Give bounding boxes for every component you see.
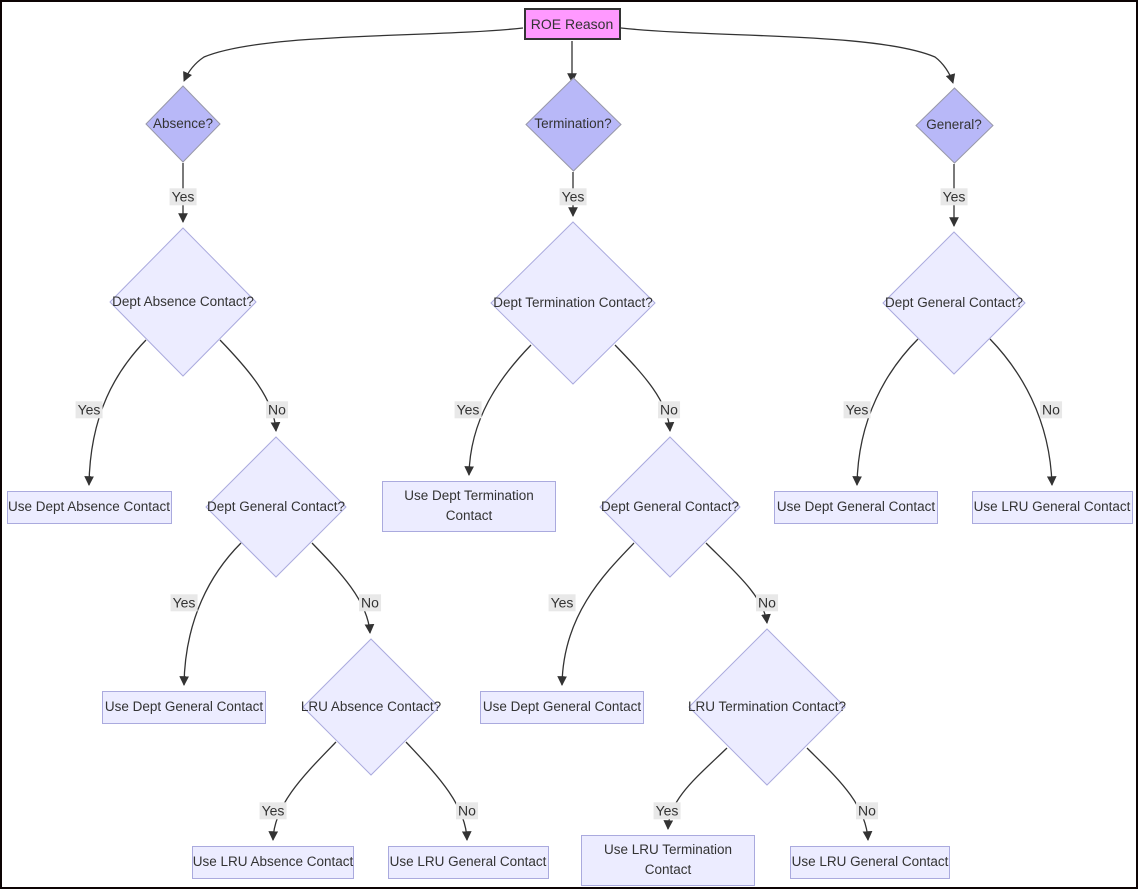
- edge-dept-absence-q-to-dept-general-q-left: [219, 339, 281, 432]
- node-label: Absence?: [152, 115, 214, 131]
- node-label: LRU Termination Contact?: [687, 698, 847, 714]
- node-dept-absence-q: Dept Absence Contact?: [109, 227, 257, 377]
- edge-label-no-15: No: [756, 594, 778, 612]
- edge-dept-general-q-right-to-use-lru-general-right: [989, 338, 1057, 486]
- node-label: Use LRU General Contact: [973, 498, 1131, 514]
- edge-label-yes-12: Yes: [170, 594, 198, 612]
- edge-group: [84, 27, 1057, 841]
- edge-label-yes-14: Yes: [548, 594, 576, 612]
- node-use-dept-general-mid: Use Dept General Contact: [480, 690, 644, 724]
- edge-dept-general-q-left-to-use-dept-general-left: [179, 542, 242, 686]
- node-use-lru-absence: Use LRU Absence Contact: [192, 845, 354, 879]
- node-label: Dept General Contact?: [206, 498, 346, 514]
- edge-roe-reason-to-absence-q: [183, 27, 524, 82]
- node-dept-termination-q: Dept Termination Contact?: [490, 221, 656, 385]
- edge-dept-termination-q-to-use-dept-termination: [464, 344, 532, 476]
- edge-label-no-7: No: [266, 401, 288, 419]
- node-label-line: Contact: [644, 862, 692, 877]
- node-dept-general-q-left: Dept General Contact?: [205, 436, 347, 578]
- diamond-shape: [109, 227, 257, 377]
- edge-label-yes-8: Yes: [454, 401, 482, 419]
- node-lru-absence-q: LRU Absence Contact?: [300, 638, 442, 776]
- node-label: Dept General Contact?: [884, 294, 1024, 310]
- node-label: Use Dept Absence Contact: [7, 498, 171, 514]
- diamond-shape: [688, 628, 846, 786]
- node-label-line: Use LRU Termination: [603, 841, 733, 857]
- edge-label-no-9: No: [658, 401, 680, 419]
- node-general-q: General?: [914, 86, 994, 164]
- node-dept-general-q-mid: Dept General Contact?: [599, 436, 741, 578]
- edge-label-no-17: No: [456, 802, 478, 820]
- edge-lru-termination-q-to-use-lru-termination: [663, 747, 728, 830]
- node-label: Use LRU General Contact: [389, 853, 547, 869]
- node-label: Use LRU Absence Contact: [192, 853, 354, 869]
- node-label: Dept General Contact?: [600, 498, 740, 514]
- edge-dept-general-q-mid-to-lru-termination-q: [705, 542, 771, 624]
- node-use-dept-absence: Use Dept Absence Contact: [6, 490, 172, 524]
- edge-dept-absence-q-to-use-dept-absence: [84, 339, 147, 486]
- node-label: Use LRU General Contact: [791, 853, 949, 869]
- edge-dept-general-q-right-to-use-dept-general-right: [852, 338, 919, 486]
- edge-lru-absence-q-to-use-lru-general-left: [405, 741, 472, 841]
- diamond-shape: [302, 638, 440, 776]
- node-use-lru-general-left: Use LRU General Contact: [387, 845, 549, 879]
- edge-lru-termination-q-to-use-lru-general-mid: [806, 747, 873, 841]
- node-label: Dept Absence Contact?: [112, 293, 254, 309]
- node-label: LRU Absence Contact?: [300, 698, 442, 714]
- diamond-shape: [914, 86, 994, 164]
- node-lru-termination-q: LRU Termination Contact?: [688, 628, 846, 786]
- edge-lru-absence-q-to-use-lru-absence: [268, 741, 337, 841]
- diamond-shape: [882, 231, 1026, 375]
- node-label: Dept Termination Contact?: [493, 294, 653, 310]
- node-label-line: Contact: [445, 508, 493, 523]
- edge-label-yes-10: Yes: [843, 401, 871, 419]
- node-use-lru-general-right: Use LRU General Contact: [971, 490, 1133, 524]
- edge-label-yes-16: Yes: [259, 802, 287, 820]
- edge-label-yes-6: Yes: [75, 401, 103, 419]
- edge-label-no-11: No: [1040, 401, 1062, 419]
- diamond-shape: [490, 221, 656, 385]
- diamond-shape: [524, 76, 622, 172]
- edge-label-yes-3: Yes: [169, 188, 197, 206]
- node-label: Termination?: [534, 115, 612, 131]
- node-termination-q: Termination?: [524, 76, 622, 172]
- node-label: Use Dept General Contact: [776, 498, 936, 514]
- edge-label-yes-5: Yes: [940, 188, 968, 206]
- node-use-dept-general-right: Use Dept General Contact: [774, 490, 938, 524]
- node-dept-general-q-right: Dept General Contact?: [882, 231, 1026, 375]
- node-label: ROE Reason: [530, 15, 614, 32]
- edge-dept-termination-q-to-dept-general-q-mid: [614, 344, 675, 432]
- diamond-shape: [145, 85, 221, 163]
- edge-label-no-13: No: [359, 594, 381, 612]
- node-label: General?: [926, 116, 982, 132]
- edge-roe-reason-to-general-q: [620, 27, 956, 84]
- diamond-shape: [599, 436, 741, 578]
- diamond-shape: [205, 436, 347, 578]
- node-label: Use Dept General Contact: [482, 698, 642, 714]
- edge-label-yes-4: Yes: [559, 188, 587, 206]
- node-absence-q: Absence?: [145, 85, 221, 163]
- node-label: Use Dept General Contact: [104, 698, 264, 714]
- node-use-dept-general-left: Use Dept General Contact: [102, 690, 266, 724]
- edge-label-no-19: No: [856, 802, 878, 820]
- edge-dept-general-q-mid-to-use-dept-general-mid: [557, 542, 635, 686]
- node-label-line: Use Dept Termination: [404, 487, 534, 503]
- node-roe-reason: ROE Reason: [523, 8, 621, 40]
- node-use-lru-general-mid: Use LRU General Contact: [790, 845, 950, 879]
- edge-dept-general-q-left-to-lru-absence-q: [311, 542, 375, 634]
- edge-label-yes-18: Yes: [653, 802, 681, 820]
